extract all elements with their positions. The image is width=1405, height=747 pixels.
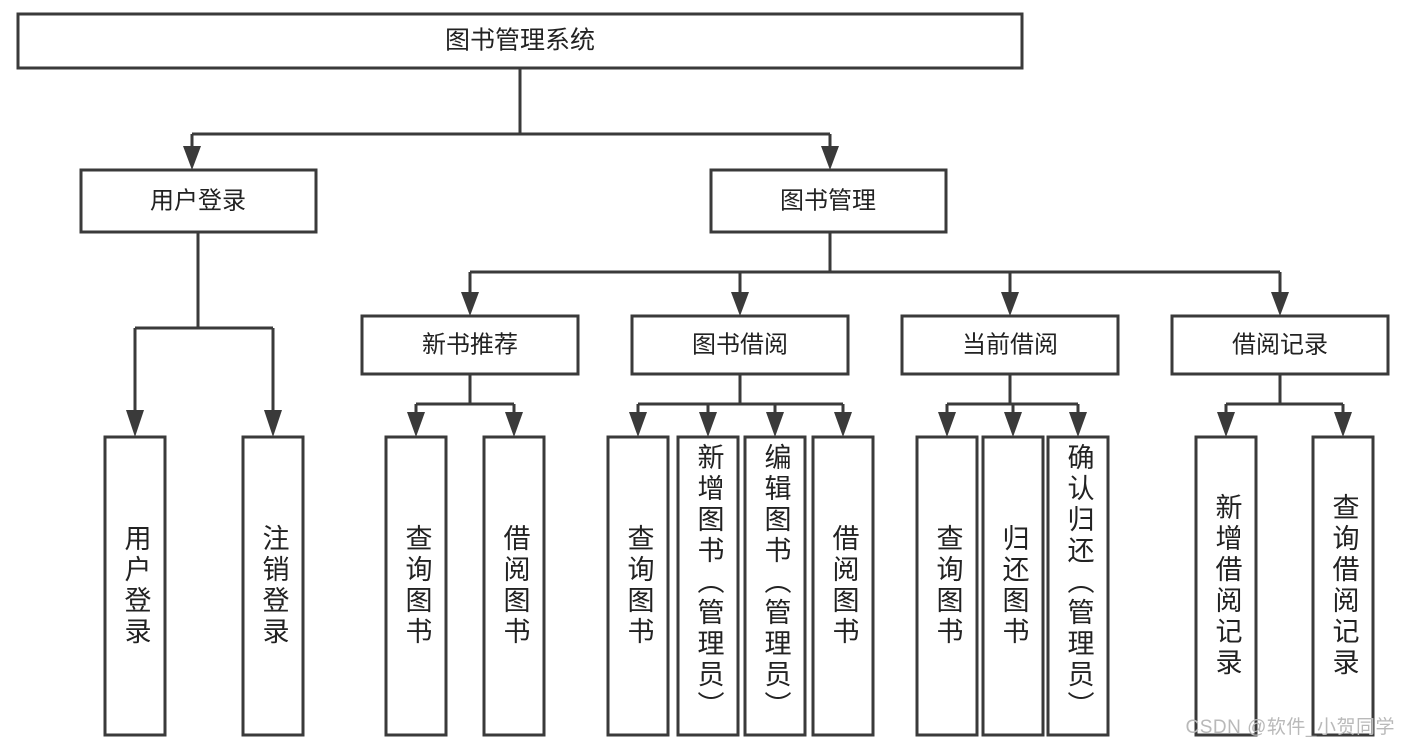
arrow-leaf-query-book-3-icon — [938, 412, 956, 437]
node-book-borrow[interactable]: 图书借阅 — [630, 314, 850, 376]
arrow-leaf-query-book-2-icon — [629, 412, 647, 437]
node-leaf-query-book-2-box[interactable] — [606, 435, 670, 737]
arrow-to-book-manage-icon — [821, 146, 839, 170]
arrow-leaf-add-record-icon — [1217, 412, 1235, 437]
node-root-label: 图书管理系统 — [445, 27, 595, 55]
node-book-borrow-label: 图书借阅 — [692, 331, 788, 358]
node-leaf-query-book-3-box[interactable] — [915, 435, 979, 737]
node-borrow-record-label: 借阅记录 — [1232, 331, 1328, 358]
node-leaf-borrow-book-2-box[interactable] — [811, 435, 875, 737]
arrow-leaf-borrow-book-1-icon — [505, 412, 523, 437]
arrow-leaf-query-book-1-icon — [407, 412, 425, 437]
csdn-watermark: CSDN @软件_小贺同学 — [1185, 717, 1395, 738]
node-current-borrow-box[interactable] — [900, 314, 1120, 376]
leaf-box-layer — [103, 435, 1375, 737]
node-leaf-borrow-book-1-box[interactable] — [482, 435, 546, 737]
arrow-to-book-borrow-icon — [731, 292, 749, 316]
node-new-book-recommend[interactable]: 新书推荐 — [360, 314, 580, 376]
node-current-borrow-label: 当前借阅 — [962, 331, 1058, 358]
node-leaf-add-book-box[interactable] — [676, 435, 740, 737]
node-book-borrow-box[interactable] — [630, 314, 850, 376]
node-new-book-recommend-box[interactable] — [360, 314, 580, 376]
arrow-to-user-login-icon — [183, 146, 201, 170]
node-root-box[interactable] — [16, 12, 1024, 70]
node-new-book-recommend-label: 新书推荐 — [422, 331, 518, 358]
arrow-leaf-borrow-book-2-icon — [834, 412, 852, 437]
node-leaf-confirm-return-box[interactable] — [1046, 435, 1110, 737]
arrow-leaf-edit-book-icon — [766, 412, 784, 437]
node-leaf-query-record-box[interactable] — [1311, 435, 1375, 737]
node-book-manage[interactable]: 图书管理 — [709, 168, 948, 234]
node-leaf-user-login-box[interactable] — [103, 435, 167, 737]
node-leaf-add-record-box[interactable] — [1194, 435, 1258, 737]
arrow-leaf-confirm-return-icon — [1069, 412, 1087, 437]
node-root[interactable]: 图书管理系统 — [16, 12, 1024, 70]
node-leaf-edit-book-box[interactable] — [743, 435, 807, 737]
connector-layer — [126, 68, 1352, 437]
arrow-leaf-user-login-icon — [126, 410, 144, 437]
node-leaf-query-book-1-box[interactable] — [384, 435, 448, 737]
node-current-borrow[interactable]: 当前借阅 — [900, 314, 1120, 376]
node-leaf-logout-box[interactable] — [241, 435, 305, 737]
arrow-to-new-book-icon — [461, 292, 479, 316]
node-user-login-box[interactable] — [79, 168, 318, 234]
arrow-to-current-borrow-icon — [1001, 292, 1019, 316]
node-book-manage-box[interactable] — [709, 168, 948, 234]
arrow-leaf-return-book-icon — [1004, 412, 1022, 437]
node-user-login[interactable]: 用户登录 — [79, 168, 318, 234]
node-book-manage-label: 图书管理 — [780, 187, 876, 214]
node-borrow-record[interactable]: 借阅记录 — [1170, 314, 1390, 376]
arrow-leaf-query-record-icon — [1334, 412, 1352, 437]
node-leaf-return-book-box[interactable] — [981, 435, 1045, 737]
node-borrow-record-box[interactable] — [1170, 314, 1390, 376]
node-user-login-label: 用户登录 — [150, 187, 246, 214]
arrow-leaf-logout-icon — [264, 410, 282, 437]
arrow-leaf-add-book-icon — [699, 412, 717, 437]
arrow-to-borrow-record-icon — [1271, 292, 1289, 316]
